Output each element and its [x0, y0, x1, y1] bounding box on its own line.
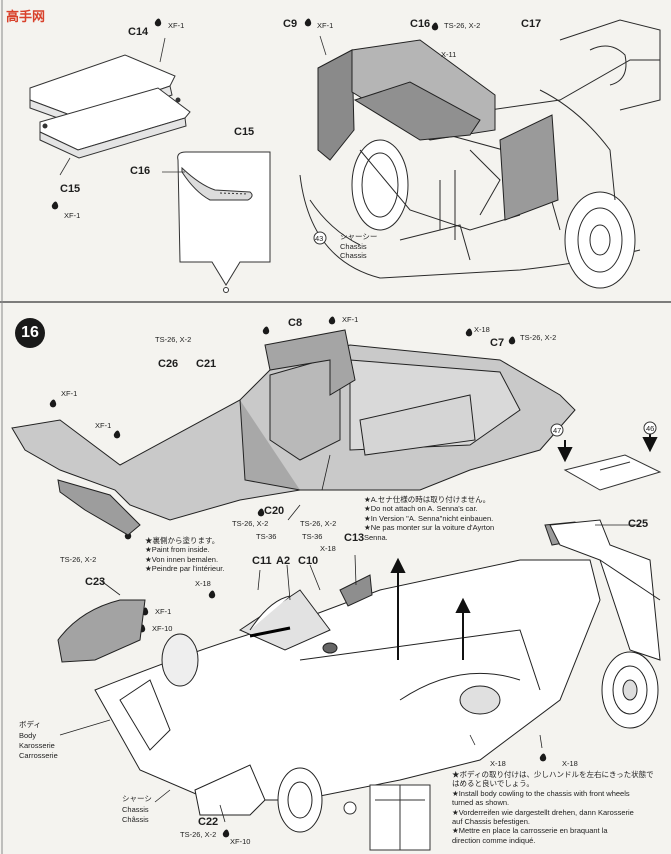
note-line: ★Do not attach on A. Senna's car.: [364, 504, 478, 514]
senna-note: ★A.セナ仕様の時は取り付けません。 ★Do not attach on A. …: [364, 495, 494, 542]
body-label-en: Body: [19, 731, 37, 740]
label-ts26-c13: TS-26, X-2: [300, 519, 337, 528]
note-line: ★Install body cowling to the chassis wit…: [452, 788, 630, 798]
label-xf10-c23: XF-10: [152, 624, 173, 633]
chassis-label-jp-top: シャーシー: [340, 232, 378, 241]
note-line: Senna.: [364, 532, 388, 542]
label-xf1-c8: XF-1: [342, 315, 359, 324]
chassis-label-fr: Châssis: [122, 815, 149, 824]
note-line: turned as shown.: [452, 798, 510, 808]
note-line: ★Vorderreifen wie dargestellt drehen, da…: [452, 807, 634, 817]
label-c14: C14: [128, 26, 149, 38]
label-x18-left: X-18: [195, 579, 211, 588]
label-ts26-c22: TS-26, X-2: [180, 830, 217, 839]
panel-c8: [264, 329, 356, 396]
label-x18-c10: X-18: [320, 544, 336, 553]
ref-43: 43: [315, 234, 324, 243]
watermark-logo: 高手网: [6, 10, 46, 25]
note-line: ★裏側から塗ります。: [145, 536, 220, 545]
label-c16-detail: C16: [130, 165, 151, 177]
reference-circles: [343, 421, 657, 815]
label-ts36-c10: TS-36: [302, 532, 323, 541]
note-line: auf Chassis befestigen.: [452, 816, 530, 826]
label-xf1-wing: XF-1: [61, 389, 78, 398]
label-ts26-top: TS-26, X-2: [444, 21, 481, 30]
note-line: ★In Version "A. Senna"nicht einbauen.: [364, 513, 494, 523]
ref-47: 47: [553, 426, 562, 435]
note-line: ★Paint from inside.: [145, 545, 210, 555]
label-c16-top: C16: [410, 18, 431, 30]
front-wing-c23: [57, 599, 146, 663]
label-xf10-c22: XF-10: [230, 837, 251, 846]
label-c8: C8: [288, 317, 303, 329]
front-wheel-hint: [369, 784, 431, 851]
label-c20: C20: [264, 505, 285, 517]
label-c21: C21: [196, 358, 217, 370]
note-line: direction comme indiqué.: [452, 835, 536, 845]
chassis-label-de: Chassis: [122, 805, 149, 814]
hint-detail: [563, 454, 662, 491]
leader-lines: [59, 454, 640, 823]
label-ts26-c23: TS-26, X-2: [60, 555, 97, 564]
body-label-de: Karosserie: [19, 741, 55, 750]
chassis-label-jp: シャーシ: [122, 794, 152, 803]
sidepod-panel-c17: [499, 114, 559, 221]
step-number-badge: 16: [15, 318, 45, 348]
install-note: ★ボディの取り付けは、少しハンドルを左右にきった状態で はめると良いでしょう。 …: [452, 770, 654, 845]
chassis-label-de-top: Chassis: [340, 242, 367, 251]
label-c17: C17: [521, 18, 542, 30]
sidepod-panel-c16: [351, 39, 496, 141]
floor-panel-c14: [29, 54, 191, 159]
label-x18-bottom-a: X-18: [490, 759, 506, 768]
note-line: ★ボディの取り付けは、少しハンドルを左右にきった状態で: [452, 770, 654, 779]
label-xf1-c9: XF-1: [317, 21, 334, 30]
label-c11: C11: [252, 555, 272, 567]
chassis-label-fr-top: Chassis: [340, 251, 367, 260]
label-ts26-c26: TS-26, X-2: [155, 335, 192, 344]
paint-inside-note: ★裏側から塗ります。 ★Paint from inside. ★Von inne…: [145, 536, 224, 574]
label-x18-c7: X-18: [474, 325, 490, 334]
label-xf1-wing2: XF-1: [95, 421, 112, 430]
body-label-fr: Carrosserie: [19, 751, 58, 760]
chassis-tub: [11, 344, 576, 521]
label-ts36-c11: TS-36: [256, 532, 277, 541]
label-c22: C22: [198, 816, 219, 828]
rear-wing-c25: [549, 519, 661, 661]
assembly-arrows: [390, 430, 658, 660]
label-xf1-c14: XF-1: [168, 21, 185, 30]
note-line: ★Mettre en place la carrosserie en braqu…: [452, 826, 608, 836]
label-c26: C26: [158, 358, 179, 370]
note-line: ★Ne pas monter sur la voiture d'Ayrton: [364, 523, 495, 533]
sidepod-panel-c9: [317, 49, 355, 161]
note-line: ★Peindre par l'intérieur.: [145, 564, 225, 574]
ref-46: 46: [646, 424, 655, 433]
label-c13: C13: [344, 532, 365, 544]
label-ts26-c20: TS-26, X-2: [232, 519, 269, 528]
label-c7: C7: [490, 337, 505, 349]
note-line: はめると良いでしょう。: [452, 779, 534, 789]
car-rear-assembly-top: [299, 19, 661, 289]
label-a2: A2: [276, 555, 291, 567]
label-c15-detail: C15: [234, 126, 255, 138]
wing-c26: [57, 479, 141, 536]
front-wing-c22: [119, 679, 266, 816]
label-c15-left: C15: [60, 183, 81, 195]
label-x11: X-11: [441, 50, 457, 59]
side-panel-c15-detail: [177, 151, 271, 293]
label-c10: C10: [298, 555, 319, 567]
label-c23: C23: [85, 576, 106, 588]
label-x18-bottom-b: X-18: [562, 759, 578, 768]
label-c25: C25: [628, 518, 649, 530]
label-ts26-c7: TS-26, X-2: [520, 333, 557, 342]
panel-c7: [359, 394, 476, 456]
label-xf1-c23: XF-1: [155, 607, 172, 616]
note-line: ★Von innen bemalen.: [145, 554, 219, 564]
note-line: ★A.セナ仕様の時は取り付けません。: [364, 495, 491, 504]
body-label-jp: ボディ: [19, 720, 41, 729]
label-xf1-left: XF-1: [64, 211, 81, 220]
label-c9: C9: [283, 18, 298, 30]
